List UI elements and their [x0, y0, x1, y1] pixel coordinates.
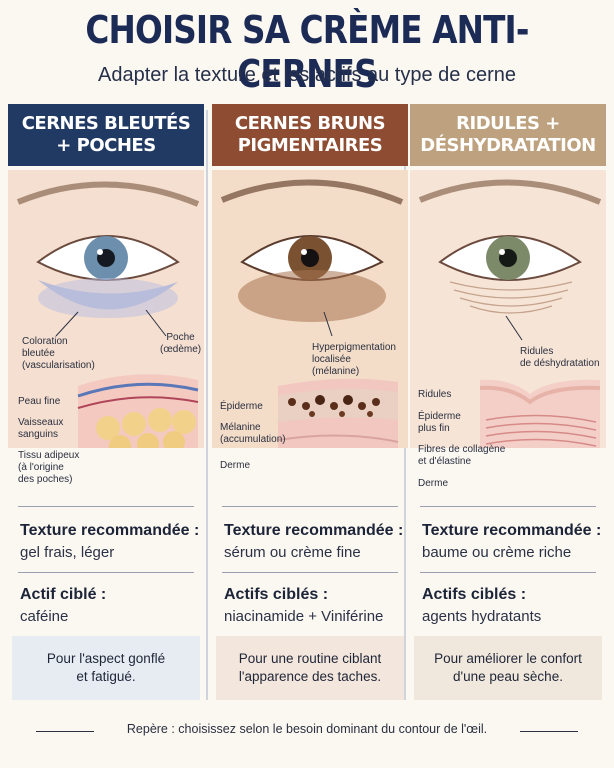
- column-fine-lines: RIDULES +DÉSHYDRATATION Ridules de déshy…: [410, 104, 606, 702]
- footer-rule: [520, 731, 578, 732]
- section-rule: [420, 506, 596, 507]
- eye-label: Poche (œdème): [160, 332, 202, 355]
- skin-label: Derme: [418, 478, 449, 489]
- skin-label: Derme: [220, 460, 251, 471]
- skin-label: Tissu adipeux (à l'origine des poches): [18, 450, 80, 485]
- eye-label: Ridules de déshydratation: [520, 346, 600, 369]
- header-line: RIDULES +: [456, 113, 560, 134]
- section-rule: [18, 506, 194, 507]
- actif-value: agents hydratants: [422, 608, 542, 625]
- eye-label: Hyperpigmentation localisée (mélanine): [312, 342, 396, 377]
- section-rule: [222, 572, 398, 573]
- texture-title: Texture recommandée :: [20, 522, 200, 539]
- section-rule: [420, 572, 596, 573]
- texture-value: gel frais, léger: [20, 544, 115, 561]
- actif-value: niacinamide + Viniférine: [224, 608, 384, 625]
- column-divider: [206, 110, 208, 700]
- actif-value: caféine: [20, 608, 69, 625]
- header-line: CERNES BRUNS: [234, 113, 386, 134]
- note-box: Pour une routine ciblant l'apparence des…: [216, 636, 404, 700]
- eye-illustration: [212, 170, 408, 448]
- skin-cross-section: [77, 374, 199, 448]
- skin-label: Ridules: [418, 389, 452, 400]
- skin-label: Vaisseaux sanguins: [18, 417, 64, 440]
- page-title: CHOISIR SA CRÈME ANTI-CERNES: [85, 8, 529, 96]
- column-blue-circles: CERNES BLEUTÉS+ POCHES Coloration bleuté…: [8, 104, 204, 702]
- actif-title: Actif ciblé :: [20, 586, 107, 603]
- header-line: DÉSHYDRATATION: [420, 135, 596, 156]
- skin-label: Épiderme plus fin: [418, 411, 461, 434]
- footer-rule: [36, 731, 94, 732]
- eye-illustration: [410, 170, 606, 448]
- section-rule: [18, 572, 194, 573]
- column-header: CERNES BLEUTÉS+ POCHES: [8, 104, 204, 166]
- actif-title: Actifs ciblés :: [422, 586, 527, 603]
- skin-label: Mélanine (accumulation): [220, 422, 286, 445]
- footer-note: Repère : choisissez selon le besoin domi…: [126, 722, 488, 736]
- note-box: Pour améliorer le confort d'une peau sèc…: [414, 636, 602, 700]
- skin-cross-section: [479, 379, 601, 448]
- header-line: PIGMENTAIRES: [237, 135, 383, 156]
- header-line: CERNES BLEUTÉS: [21, 113, 191, 134]
- texture-title: Texture recommandée :: [422, 522, 602, 539]
- page-subtitle: Adapter la texture et les actifs au type…: [97, 64, 517, 86]
- texture-title: Texture recommandée :: [224, 522, 404, 539]
- skin-label: Peau fine: [18, 396, 61, 407]
- texture-value: baume ou crème riche: [422, 544, 572, 561]
- texture-value: sérum ou crème fine: [224, 544, 361, 561]
- header-line: + POCHES: [56, 135, 156, 156]
- skin-label: Fibres de collagène et d'élastine: [418, 444, 506, 467]
- eye-illustration: [8, 170, 204, 448]
- eye-label: Coloration bleutée (vascularisation): [22, 336, 95, 371]
- note-box: Pour l'aspect gonflé et fatigué.: [12, 636, 200, 700]
- section-rule: [222, 506, 398, 507]
- actif-title: Actifs ciblés :: [224, 586, 329, 603]
- column-header: RIDULES +DÉSHYDRATATION: [410, 104, 606, 166]
- skin-cross-section: [277, 378, 399, 448]
- skin-label: Épiderme: [220, 401, 263, 412]
